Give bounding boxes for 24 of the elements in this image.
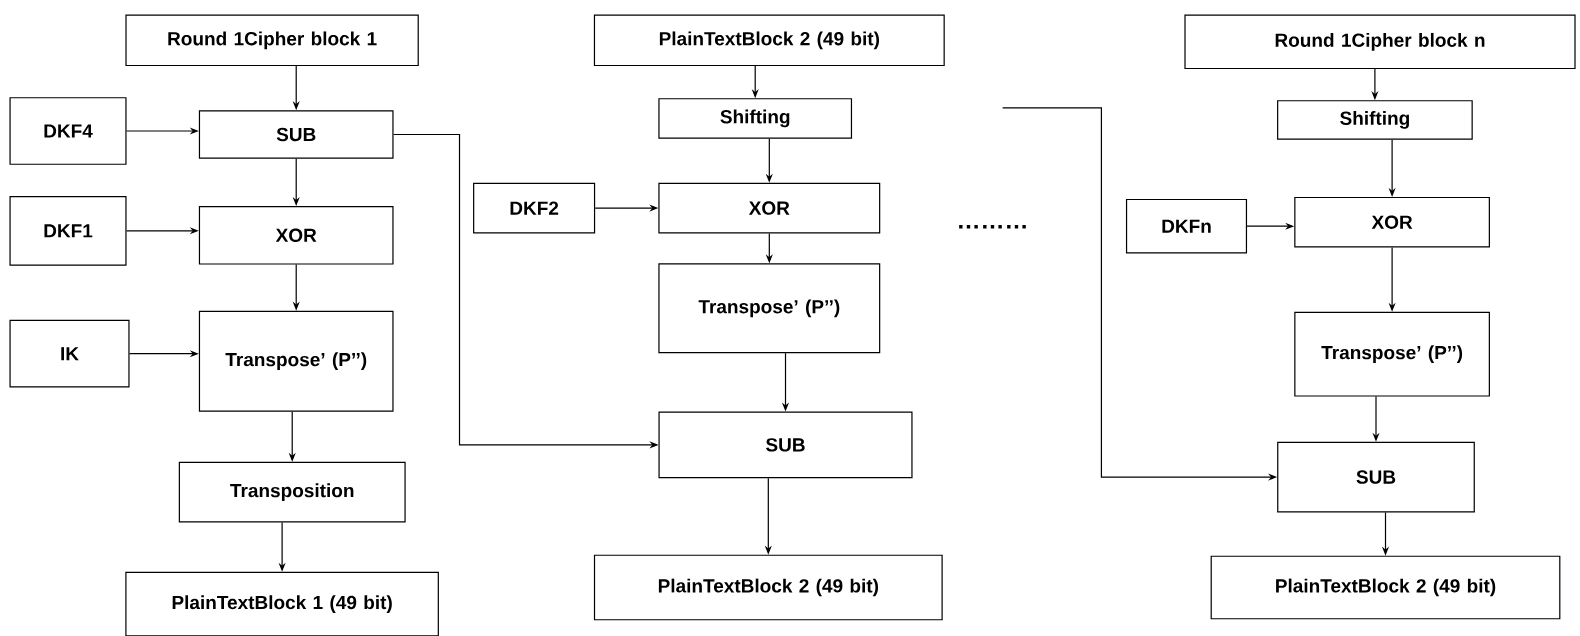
process-box: SUB <box>658 411 913 479</box>
process-box: Transpose’ (P’’) <box>1294 311 1490 397</box>
key-box: DKF2 <box>473 182 596 234</box>
process-box: SUB <box>1277 441 1475 513</box>
process-box: Transposition <box>178 461 406 523</box>
process-box: XOR <box>198 206 394 265</box>
process-box: XOR <box>1294 196 1490 248</box>
text-block-box: PlainTextBlock 1 (49 bit) <box>125 571 439 636</box>
text-block-box: PlainTextBlock 2 (49 bit) <box>593 554 943 621</box>
text-block-box: PlainTextBlock 2 (49 bit) <box>593 14 945 67</box>
text-block-box: Round 1Cipher block 1 <box>125 14 419 67</box>
ellipsis-label: ……… <box>959 224 1026 229</box>
process-box: SUB <box>198 110 394 159</box>
text-block-box: Round 1Cipher block n <box>1184 14 1576 70</box>
key-box: DKF4 <box>9 97 127 165</box>
key-box: DKFn <box>1125 198 1248 254</box>
process-box: XOR <box>658 182 881 234</box>
process-box: Shifting <box>1277 100 1473 140</box>
text-block-box: PlainTextBlock 2 (49 bit) <box>1210 555 1561 620</box>
process-box: Shifting <box>658 98 853 139</box>
process-box: Transpose’ (P’’) <box>658 263 881 354</box>
process-box: Transpose’ (P’’) <box>198 310 394 412</box>
key-box: IK <box>9 319 130 388</box>
key-box: DKF1 <box>9 195 127 266</box>
